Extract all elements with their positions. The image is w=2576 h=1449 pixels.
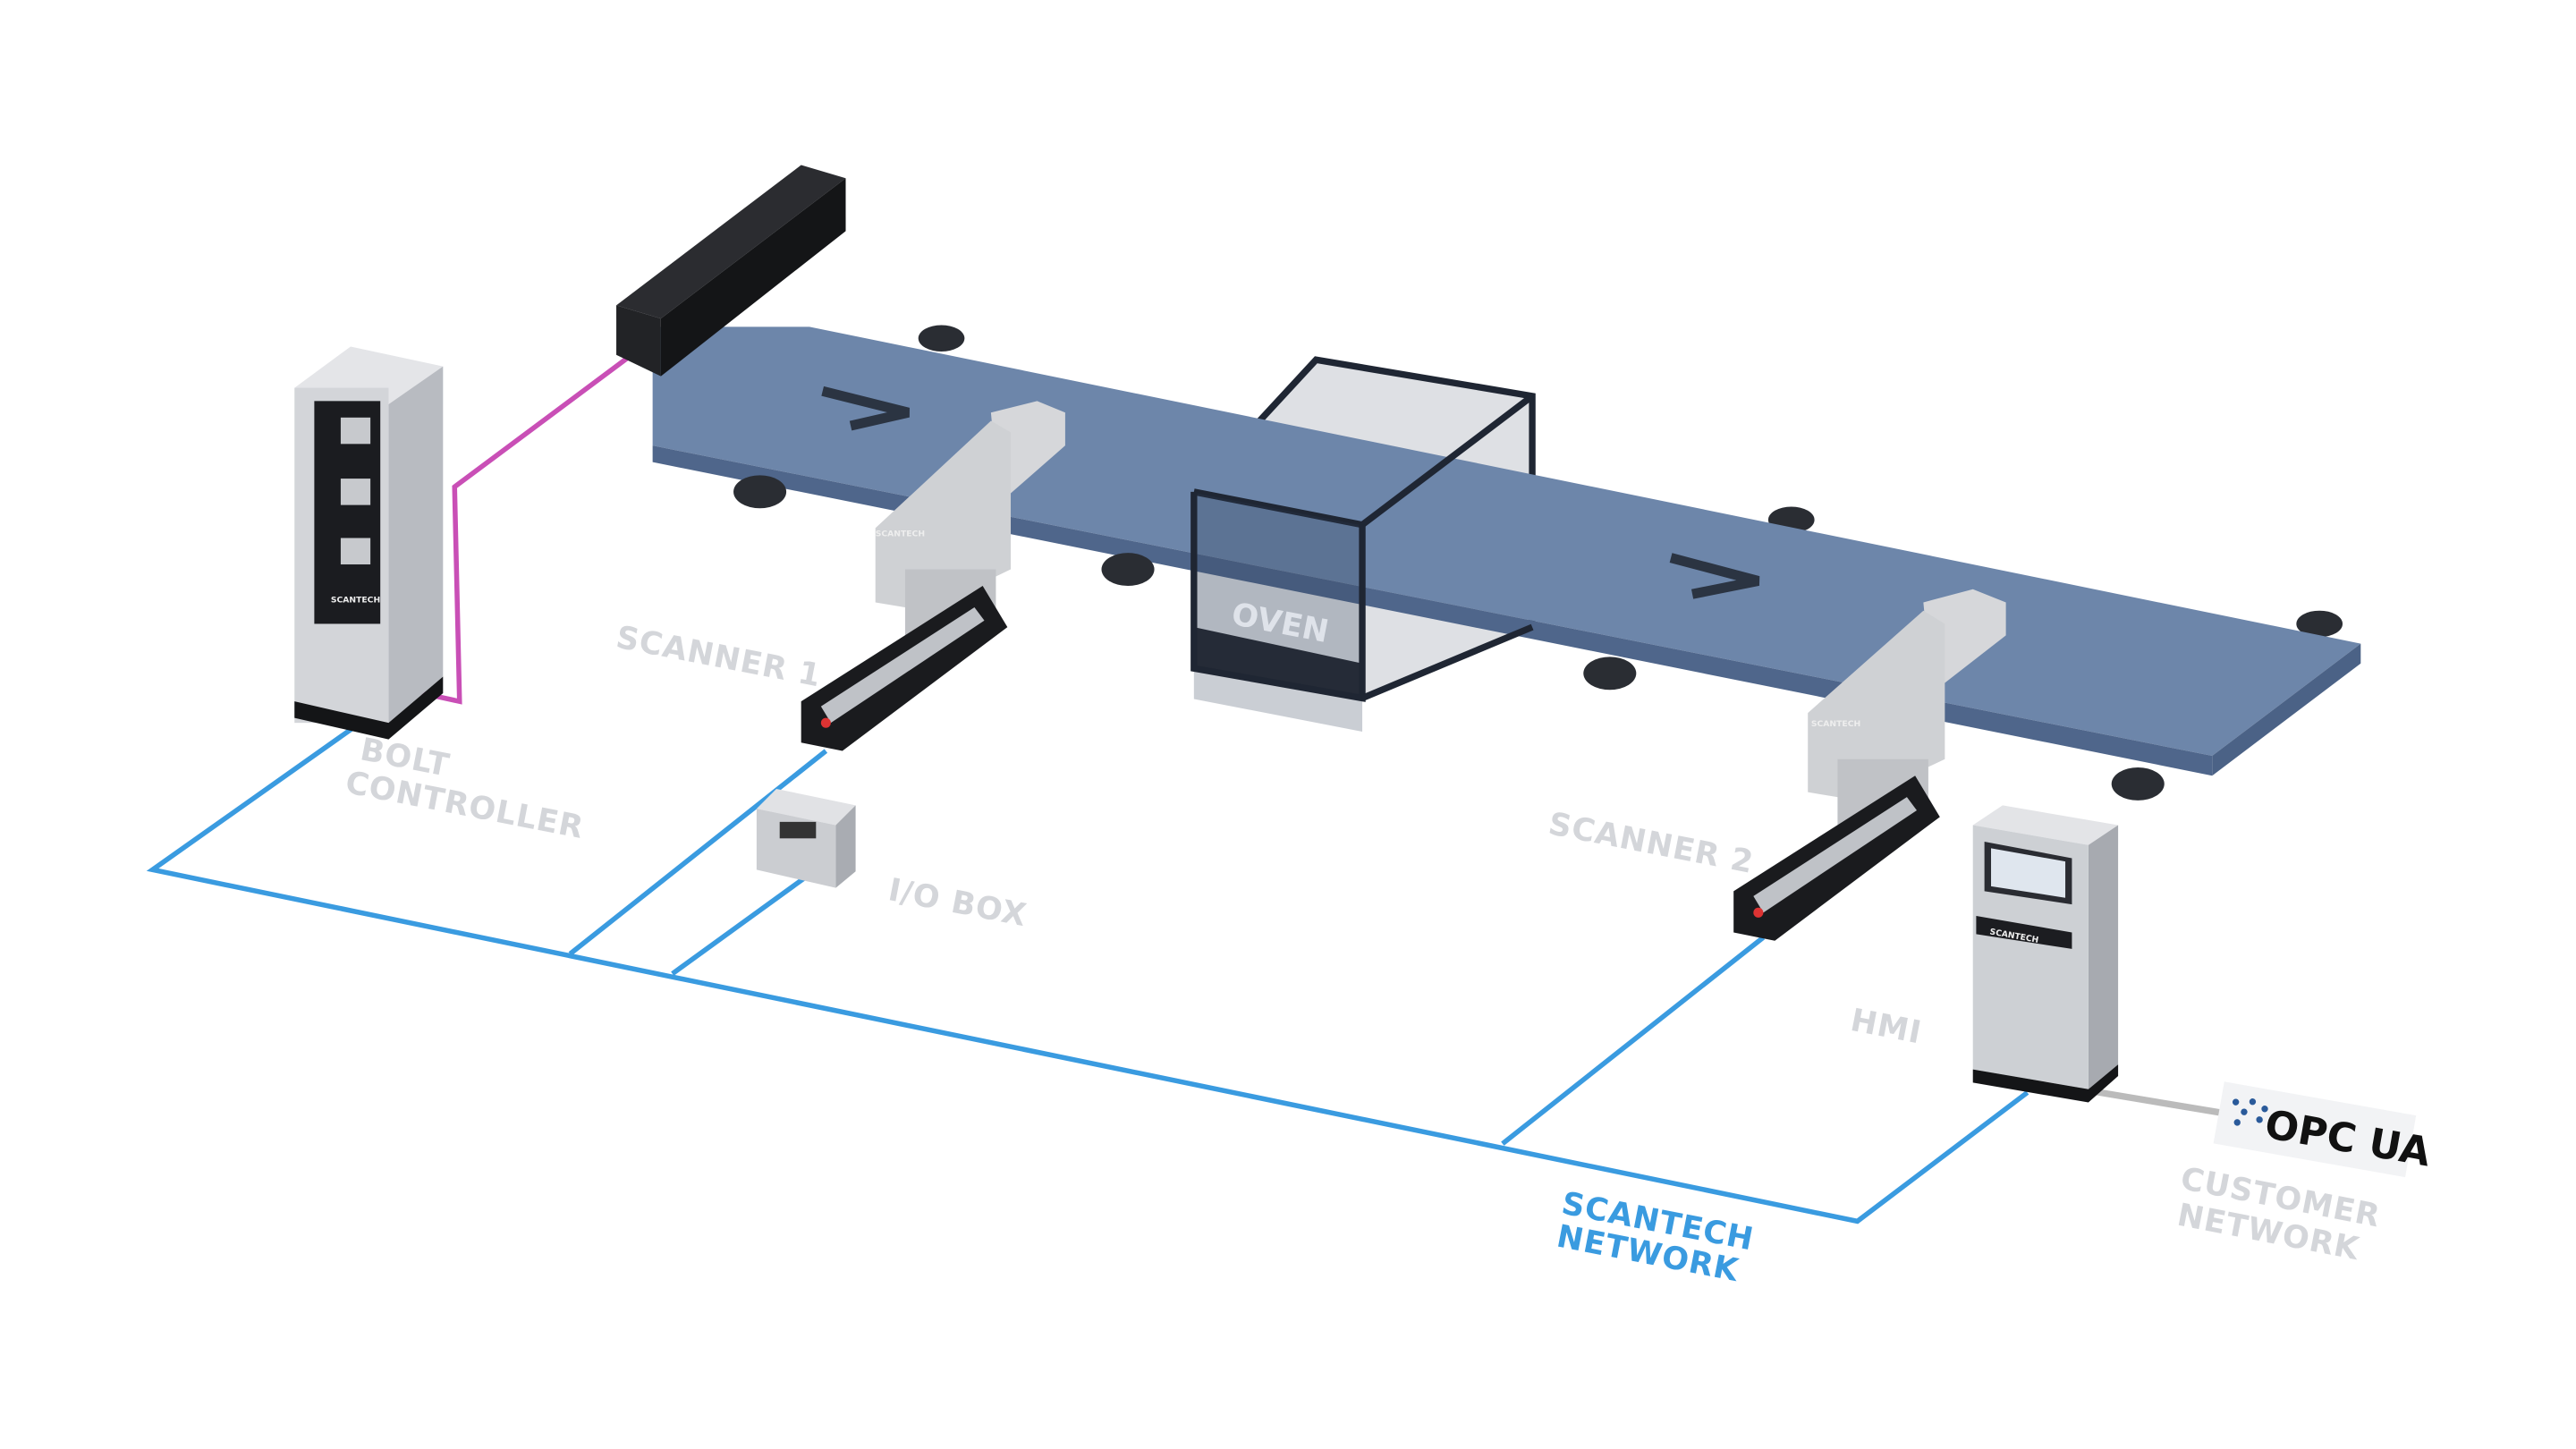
- scanner-2-label: SCANNER 2: [1546, 805, 1757, 881]
- direction-arrow-icon: [821, 386, 910, 431]
- hmi-terminal: SCANTECH: [1972, 805, 2119, 1103]
- brand-logo: SCANTECH: [876, 530, 925, 539]
- customer-network-cable: [2080, 1086, 2230, 1118]
- scanner-2: SCANTECH: [1733, 589, 2006, 941]
- io-box-label: I/O BOX: [886, 871, 1030, 934]
- scanner-1: SCANTECH: [801, 401, 1065, 751]
- direction-arrow-icon: [1669, 553, 1760, 599]
- scanner-1-label: SCANNER 1: [613, 619, 824, 695]
- conveyor-rollers-back: [918, 325, 2343, 638]
- bolt-controller-label-2: CONTROLLER: [343, 764, 587, 846]
- io-box: [756, 788, 856, 888]
- conveyor-rollers-front: [733, 475, 2165, 801]
- controller-link-cable: [420, 349, 638, 705]
- hmi-label: HMI: [1848, 1002, 1925, 1052]
- opc-ua-logo: OPC UA: [2213, 1081, 2435, 1178]
- scantech-network-lines: [146, 724, 2029, 1224]
- bolt-controller-cabinet: SCANTECH: [294, 346, 444, 740]
- gauge-head: [616, 165, 846, 377]
- brand-logo: SCANTECH: [331, 595, 380, 605]
- oven: OVEN: [1191, 393, 1535, 733]
- brand-logo: SCANTECH: [1811, 719, 1860, 729]
